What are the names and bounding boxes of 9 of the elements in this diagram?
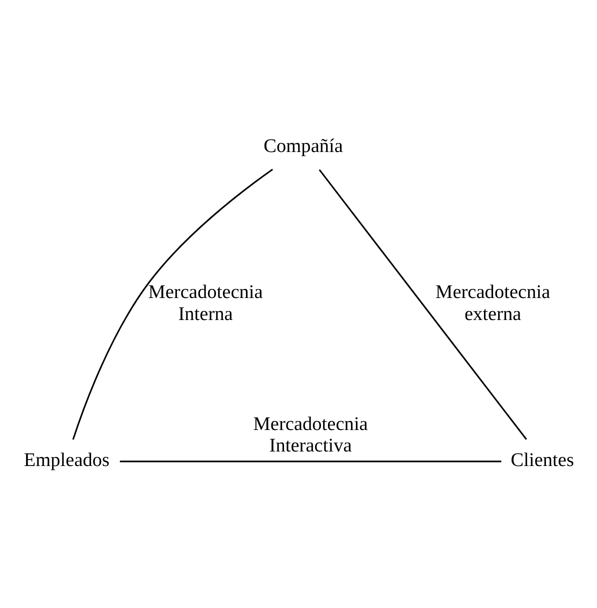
edge-label: Mercadotecnia Interactiva xyxy=(253,413,368,456)
edge-label: Mercadotecnia Interna xyxy=(148,282,263,324)
connector xyxy=(72,168,274,440)
node-text: Clientes xyxy=(510,450,574,471)
connector xyxy=(120,460,502,462)
connector xyxy=(318,168,527,440)
node-text: Empleados xyxy=(24,450,110,471)
node-text: Compañía xyxy=(264,136,343,157)
edge-label: Mercadotecnia externa xyxy=(436,282,550,324)
